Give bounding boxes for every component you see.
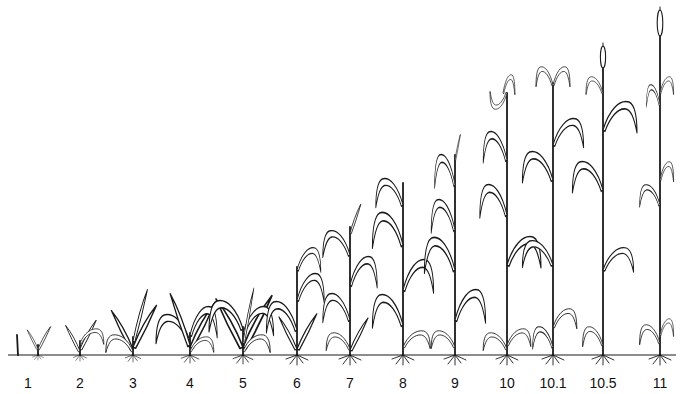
stage-number: 9	[451, 375, 459, 391]
plant-stage-2	[66, 320, 104, 361]
plant-stage-10-1	[522, 67, 583, 365]
stage-number: 10	[499, 375, 515, 391]
plant-stage-7	[323, 204, 377, 365]
stage-number: 11	[653, 375, 668, 391]
plant-stage-4	[156, 294, 217, 363]
ground-line	[8, 354, 676, 355]
plant-stage-10-5	[572, 43, 637, 365]
plant-stage-9	[424, 134, 485, 365]
stage-number: 10.5	[589, 375, 616, 391]
stage-number: 5	[239, 375, 247, 391]
plant-stage-5	[209, 289, 274, 364]
stage-number: 1	[24, 375, 32, 391]
plant-stage-11	[640, 7, 674, 365]
stage-number: 6	[293, 375, 301, 391]
plant-stage-3	[106, 290, 157, 362]
stage-number: 2	[76, 375, 84, 391]
stage-number: 10.1	[539, 375, 566, 391]
plant-stage-6	[266, 248, 324, 365]
stage-number: 8	[399, 375, 407, 391]
stage-number: 4	[186, 375, 194, 391]
plant-stage-1	[17, 327, 51, 360]
stage-number: 3	[129, 375, 137, 391]
stage-number: 7	[346, 375, 354, 391]
plant-stage-10	[480, 75, 541, 365]
